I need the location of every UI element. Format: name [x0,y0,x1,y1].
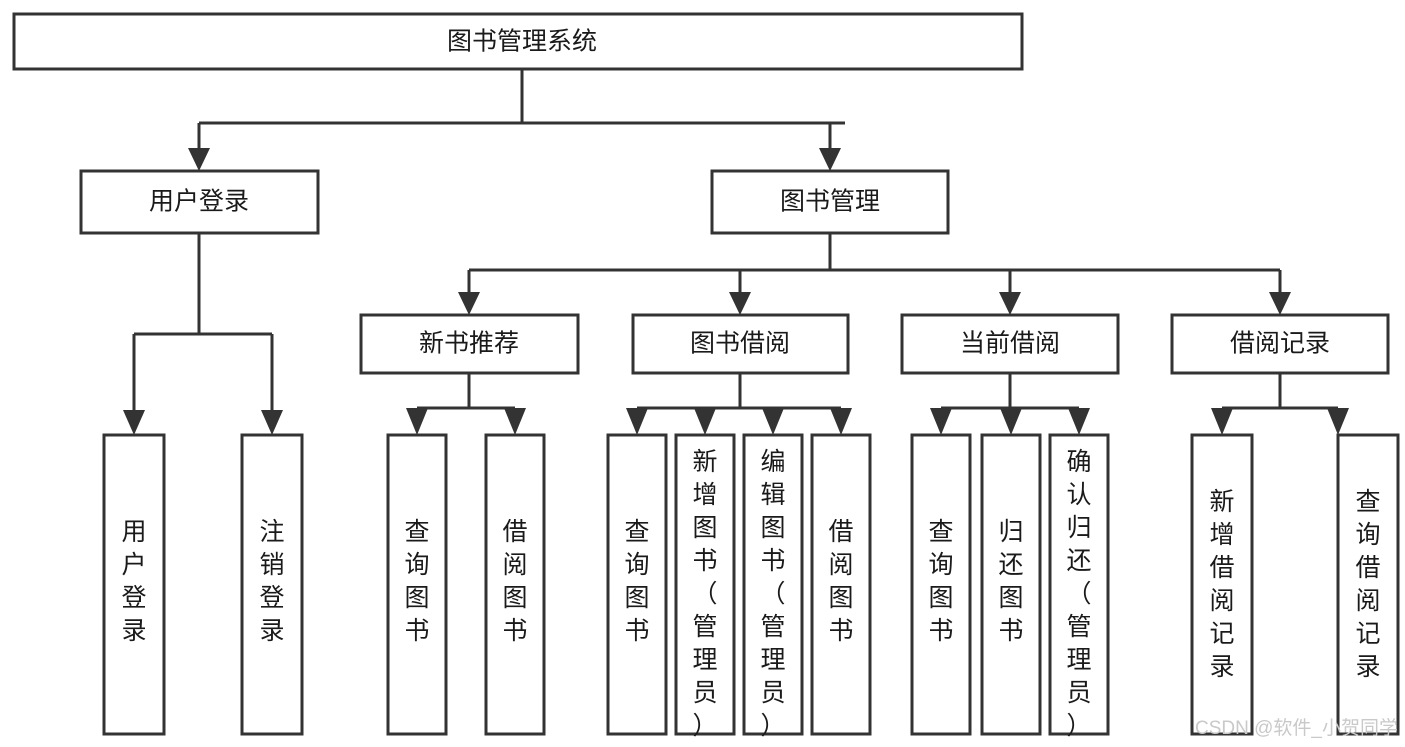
node-book-management-label: 图书管理 [780,188,880,216]
leaf-label: 编辑图书（管理员） [760,448,785,740]
leaf-box[interactable] [980,433,1042,736]
node-current-borrow[interactable]: 当前借阅 [900,313,1120,375]
arrowhead-record-2 [1327,408,1349,435]
arrowhead-borrow [729,292,751,315]
node-user-login-box[interactable] [79,169,320,235]
leaf-node[interactable]: 用户登录 [102,433,166,736]
leaf-node[interactable]: 借阅图书 [484,433,546,736]
node-borrow-record[interactable]: 借阅记录 [1170,313,1390,375]
leaf-label: 借阅图书 [502,518,527,645]
node-borrow-record-box[interactable] [1170,313,1390,375]
arrowhead-current-2 [1000,408,1022,435]
node-borrow-record-label: 借阅记录 [1230,330,1330,358]
leaf-box[interactable] [1336,433,1400,736]
leaf-node[interactable]: 确认归还（管理员） [1048,433,1110,740]
node-book-borrow[interactable]: 图书借阅 [631,313,850,375]
leaf-box[interactable] [102,433,166,736]
leaf-box[interactable] [484,433,546,736]
leaf-label: 查询图书 [624,518,649,645]
leaf-label: 查询借阅记录 [1355,488,1380,681]
leaf-node[interactable]: 借阅图书 [810,433,872,736]
node-root-label: 图书管理系统 [447,28,597,56]
connector-layer [123,69,1349,435]
leaf-node[interactable]: 新增图书（管理员） [674,433,736,740]
leaf-node[interactable]: 查询借阅记录 [1336,433,1400,736]
leaf-label: 确认归还（管理员） [1066,448,1091,740]
leaf-label: 用户登录 [121,518,146,645]
node-user-login[interactable]: 用户登录 [79,169,320,235]
node-root[interactable]: 图书管理系统 [12,12,1024,71]
leaf-label: 借阅图书 [828,518,853,645]
arrowhead-newbook [458,292,480,315]
leaf-label: 注销登录 [259,518,284,645]
leaf-label: 查询图书 [928,518,953,645]
node-book-management[interactable]: 图书管理 [710,169,950,235]
arrowhead-current-3 [1068,408,1090,435]
arrowhead-current [999,292,1021,315]
node-new-book-recommend[interactable]: 新书推荐 [359,313,580,375]
leaf-node[interactable]: 查询图书 [606,433,668,736]
node-new-book-recommend-box[interactable] [359,313,580,375]
arrowhead-current-1 [930,408,952,435]
leaf-label: 查询图书 [404,518,429,645]
node-user-login-label: 用户登录 [149,188,249,216]
leaf-box[interactable] [742,433,804,736]
node-new-book-recommend-label: 新书推荐 [419,330,519,358]
leaf-box[interactable] [674,433,736,736]
arrowhead-record-1 [1211,408,1233,435]
arrowhead-leaf-user-login [123,410,145,435]
leaf-node[interactable]: 查询图书 [910,433,972,736]
arrowhead-borrow-1 [626,408,648,435]
arrowhead-record [1269,292,1291,315]
leaf-label: 新增图书（管理员） [692,448,717,740]
csdn-watermark: CSDN @软件_小贺同学 [1195,717,1398,739]
leaf-box[interactable] [1190,433,1254,736]
leaf-node[interactable]: 查询图书 [386,433,448,736]
arrowhead-leaf-logout [261,410,283,435]
arrowhead-book-mgmt [819,148,841,171]
leaf-layer: 用户登录 注销登录 查询图书 借阅图书 查询图书 新增图书（管理员） [102,433,1400,740]
arrowhead-user-login [188,148,210,171]
leaf-node[interactable]: 归还图书 [980,433,1042,736]
leaf-label: 新增借阅记录 [1209,488,1234,681]
arrowhead-borrow-3 [762,408,784,435]
leaf-node[interactable]: 新增借阅记录 [1190,433,1254,736]
leaf-node[interactable]: 编辑图书（管理员） [742,433,804,740]
node-root-box[interactable] [12,12,1024,71]
leaf-node[interactable]: 注销登录 [240,433,304,736]
leaf-box[interactable] [606,433,668,736]
arrowhead-borrow-4 [830,408,852,435]
arrowhead-newbook-r [504,408,526,435]
leaf-box[interactable] [1048,433,1110,736]
leaf-box[interactable] [810,433,872,736]
node-book-borrow-label: 图书借阅 [690,330,790,358]
node-book-management-box[interactable] [710,169,950,235]
leaf-box[interactable] [910,433,972,736]
leaf-box[interactable] [240,433,304,736]
leaf-box[interactable] [386,433,448,736]
node-current-borrow-label: 当前借阅 [960,330,1060,358]
node-book-borrow-box[interactable] [631,313,850,375]
leaf-label: 归还图书 [998,518,1023,645]
node-current-borrow-box[interactable] [900,313,1120,375]
arrowhead-borrow-2 [694,408,716,435]
arrowhead-newbook-l [406,408,428,435]
